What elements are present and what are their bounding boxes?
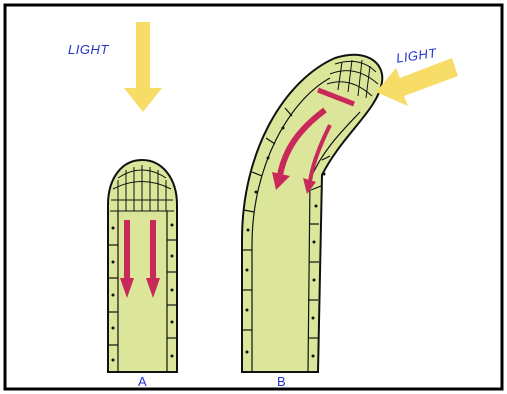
panel-label-b: B	[277, 374, 286, 389]
panel-label-a: A	[138, 374, 147, 389]
shoot-a	[108, 160, 177, 372]
shoot-b-body	[242, 55, 382, 372]
arrow-down-icon	[124, 22, 162, 112]
light-label-a: LIGHT	[68, 42, 109, 57]
arrow-diagonal-icon	[376, 58, 458, 106]
shoot-b	[242, 55, 382, 372]
